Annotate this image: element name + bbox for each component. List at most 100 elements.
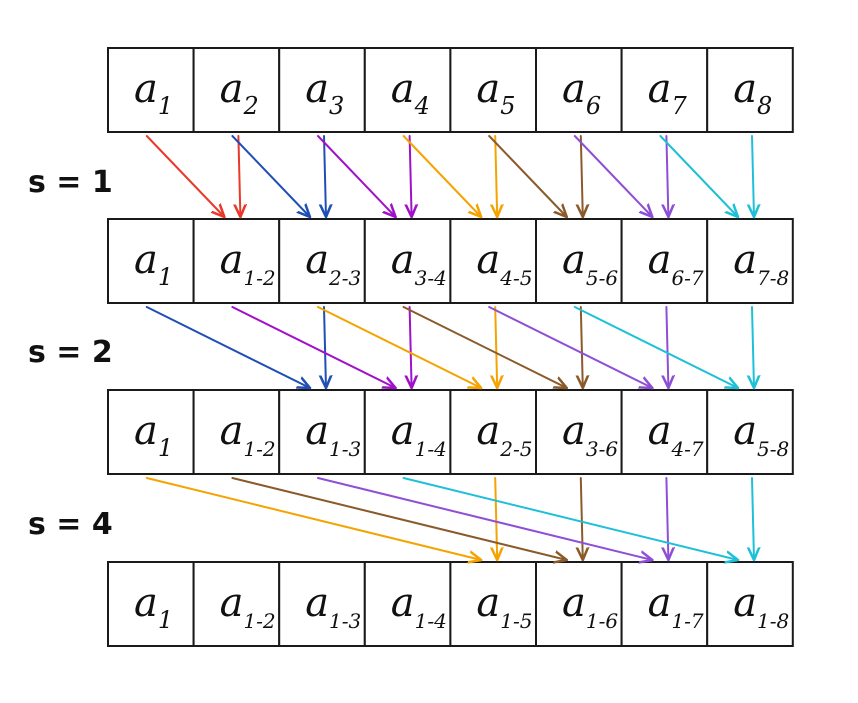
cell-r2-c5: a3-6: [535, 389, 623, 475]
arrow-blue-2-to-2: [324, 135, 326, 217]
arrow-orange-4-to-4: [495, 306, 497, 388]
cell-base: a: [220, 408, 244, 454]
cell-r1-c0: a1: [107, 218, 195, 304]
cell-base: a: [562, 580, 586, 626]
arrow-cyan-5-to-7: [573, 306, 738, 388]
arrow-blue-1-to-2: [231, 135, 310, 217]
cell-label: a4-7: [648, 408, 704, 461]
cell-label: a5: [476, 66, 515, 120]
cell-subscript: 3: [329, 92, 344, 120]
cell-r3-c5: a1-6: [535, 561, 623, 647]
cell-base: a: [476, 66, 500, 112]
cell-box: [192, 389, 281, 475]
cell-label: a1-4: [391, 580, 447, 633]
cell-subscript: 8: [757, 92, 772, 120]
cell-base: a: [305, 66, 329, 112]
cell-label: a1-5: [476, 580, 532, 633]
cell-base: a: [648, 66, 672, 112]
cell-r2-c7: a5-8: [706, 389, 794, 475]
cell-r2-c6: a4-7: [620, 389, 709, 475]
cell-subscript: 3-4: [415, 266, 447, 290]
arrow-orange-3-to-4: [402, 135, 482, 217]
cell-label: a8: [733, 66, 772, 120]
arrow-orange-0-to-4: [145, 477, 481, 560]
cell-subscript: 1: [158, 263, 173, 291]
cell-subscript: 2: [242, 92, 258, 120]
cell-base: a: [476, 237, 500, 283]
cell-subscript: 1-8: [757, 609, 789, 633]
cell-label: a7-8: [733, 237, 789, 290]
cell-subscript: 4-5: [499, 266, 532, 290]
cell-label: a4-5: [476, 237, 532, 290]
step-label-1: s = 1: [28, 165, 113, 200]
cell-r3-c6: a1-7: [620, 561, 709, 647]
cell-box: [449, 218, 537, 304]
step-label-3: s = 4: [28, 507, 113, 542]
cell-base: a: [391, 408, 415, 454]
cell-subscript: 1-4: [415, 437, 447, 461]
cell-label: a2-3: [305, 237, 361, 290]
arrow-purple-6-to-6: [666, 135, 668, 217]
cell-base: a: [733, 408, 757, 454]
cell-base: a: [134, 66, 158, 112]
arrow-brown-5-to-5: [581, 135, 583, 217]
cell-box: [278, 389, 366, 475]
cell-base: a: [733, 580, 757, 626]
cell-subscript: 1-3: [329, 609, 361, 633]
cell-r1-c5: a5-6: [535, 218, 623, 304]
cell-r3-c7: a1-8: [706, 561, 794, 647]
arrow-blue-0-to-2: [145, 306, 310, 388]
cell-base: a: [305, 408, 329, 454]
cell-base: a: [648, 408, 672, 454]
arrow-purple-6-to-6: [666, 306, 668, 388]
arrow-red-0-to-1: [145, 135, 225, 217]
cell-r2-c2: a1-3: [278, 389, 366, 475]
cell-label: a1-3: [305, 580, 361, 633]
step-label-2: s = 2: [28, 335, 113, 370]
arrow-magenta-3-to-3: [410, 135, 412, 217]
arrow-brown-4-to-5: [488, 135, 567, 217]
cell-box: [363, 561, 452, 647]
cell-base: a: [391, 66, 415, 112]
cell-base: a: [305, 237, 329, 283]
cell-base: a: [562, 408, 586, 454]
cell-subscript: 5-8: [757, 437, 789, 461]
cell-subscript: 1-7: [671, 609, 703, 633]
cell-label: a3: [305, 66, 344, 120]
arrow-red-1-to-1: [238, 135, 240, 217]
cell-r3-c2: a1-3: [278, 561, 366, 647]
cell-box: [363, 389, 452, 475]
cell-label: a6-7: [648, 237, 704, 290]
cell-r0-c3: a4: [363, 47, 452, 133]
cell-box: [620, 561, 709, 647]
cell-box: [278, 218, 366, 304]
cell-subscript: 1: [158, 92, 173, 120]
cell-base: a: [562, 66, 586, 112]
cell-box: [449, 389, 537, 475]
step-labels: s = 1 s = 2 s = 4: [28, 165, 113, 542]
cell-box: [363, 47, 452, 133]
cell-box: [535, 389, 623, 475]
arrow-cyan-7-to-7: [752, 306, 754, 388]
cell-box: [107, 47, 195, 133]
cell-r1-c2: a2-3: [278, 218, 366, 304]
cell-label: a1: [134, 408, 173, 462]
cell-label: a6: [562, 66, 601, 120]
cell-r3-c1: a1-2: [192, 561, 281, 647]
cell-r1-c3: a3-4: [363, 218, 452, 304]
arrow-magenta-1-to-3: [231, 306, 395, 388]
cell-label: a1-3: [305, 408, 361, 461]
cell-subscript: 1-2: [243, 609, 275, 633]
cell-label: a7: [648, 66, 688, 120]
cell-base: a: [134, 237, 158, 283]
cell-subscript: 1: [158, 434, 173, 462]
cell-base: a: [220, 66, 244, 112]
cell-box: [107, 561, 195, 647]
cell-subscript: 1-6: [586, 609, 618, 633]
arrow-purple-2-to-6: [317, 477, 652, 560]
cell-box: [706, 561, 794, 647]
arrow-blue-2-to-2: [324, 306, 326, 388]
cell-base: a: [305, 580, 329, 626]
